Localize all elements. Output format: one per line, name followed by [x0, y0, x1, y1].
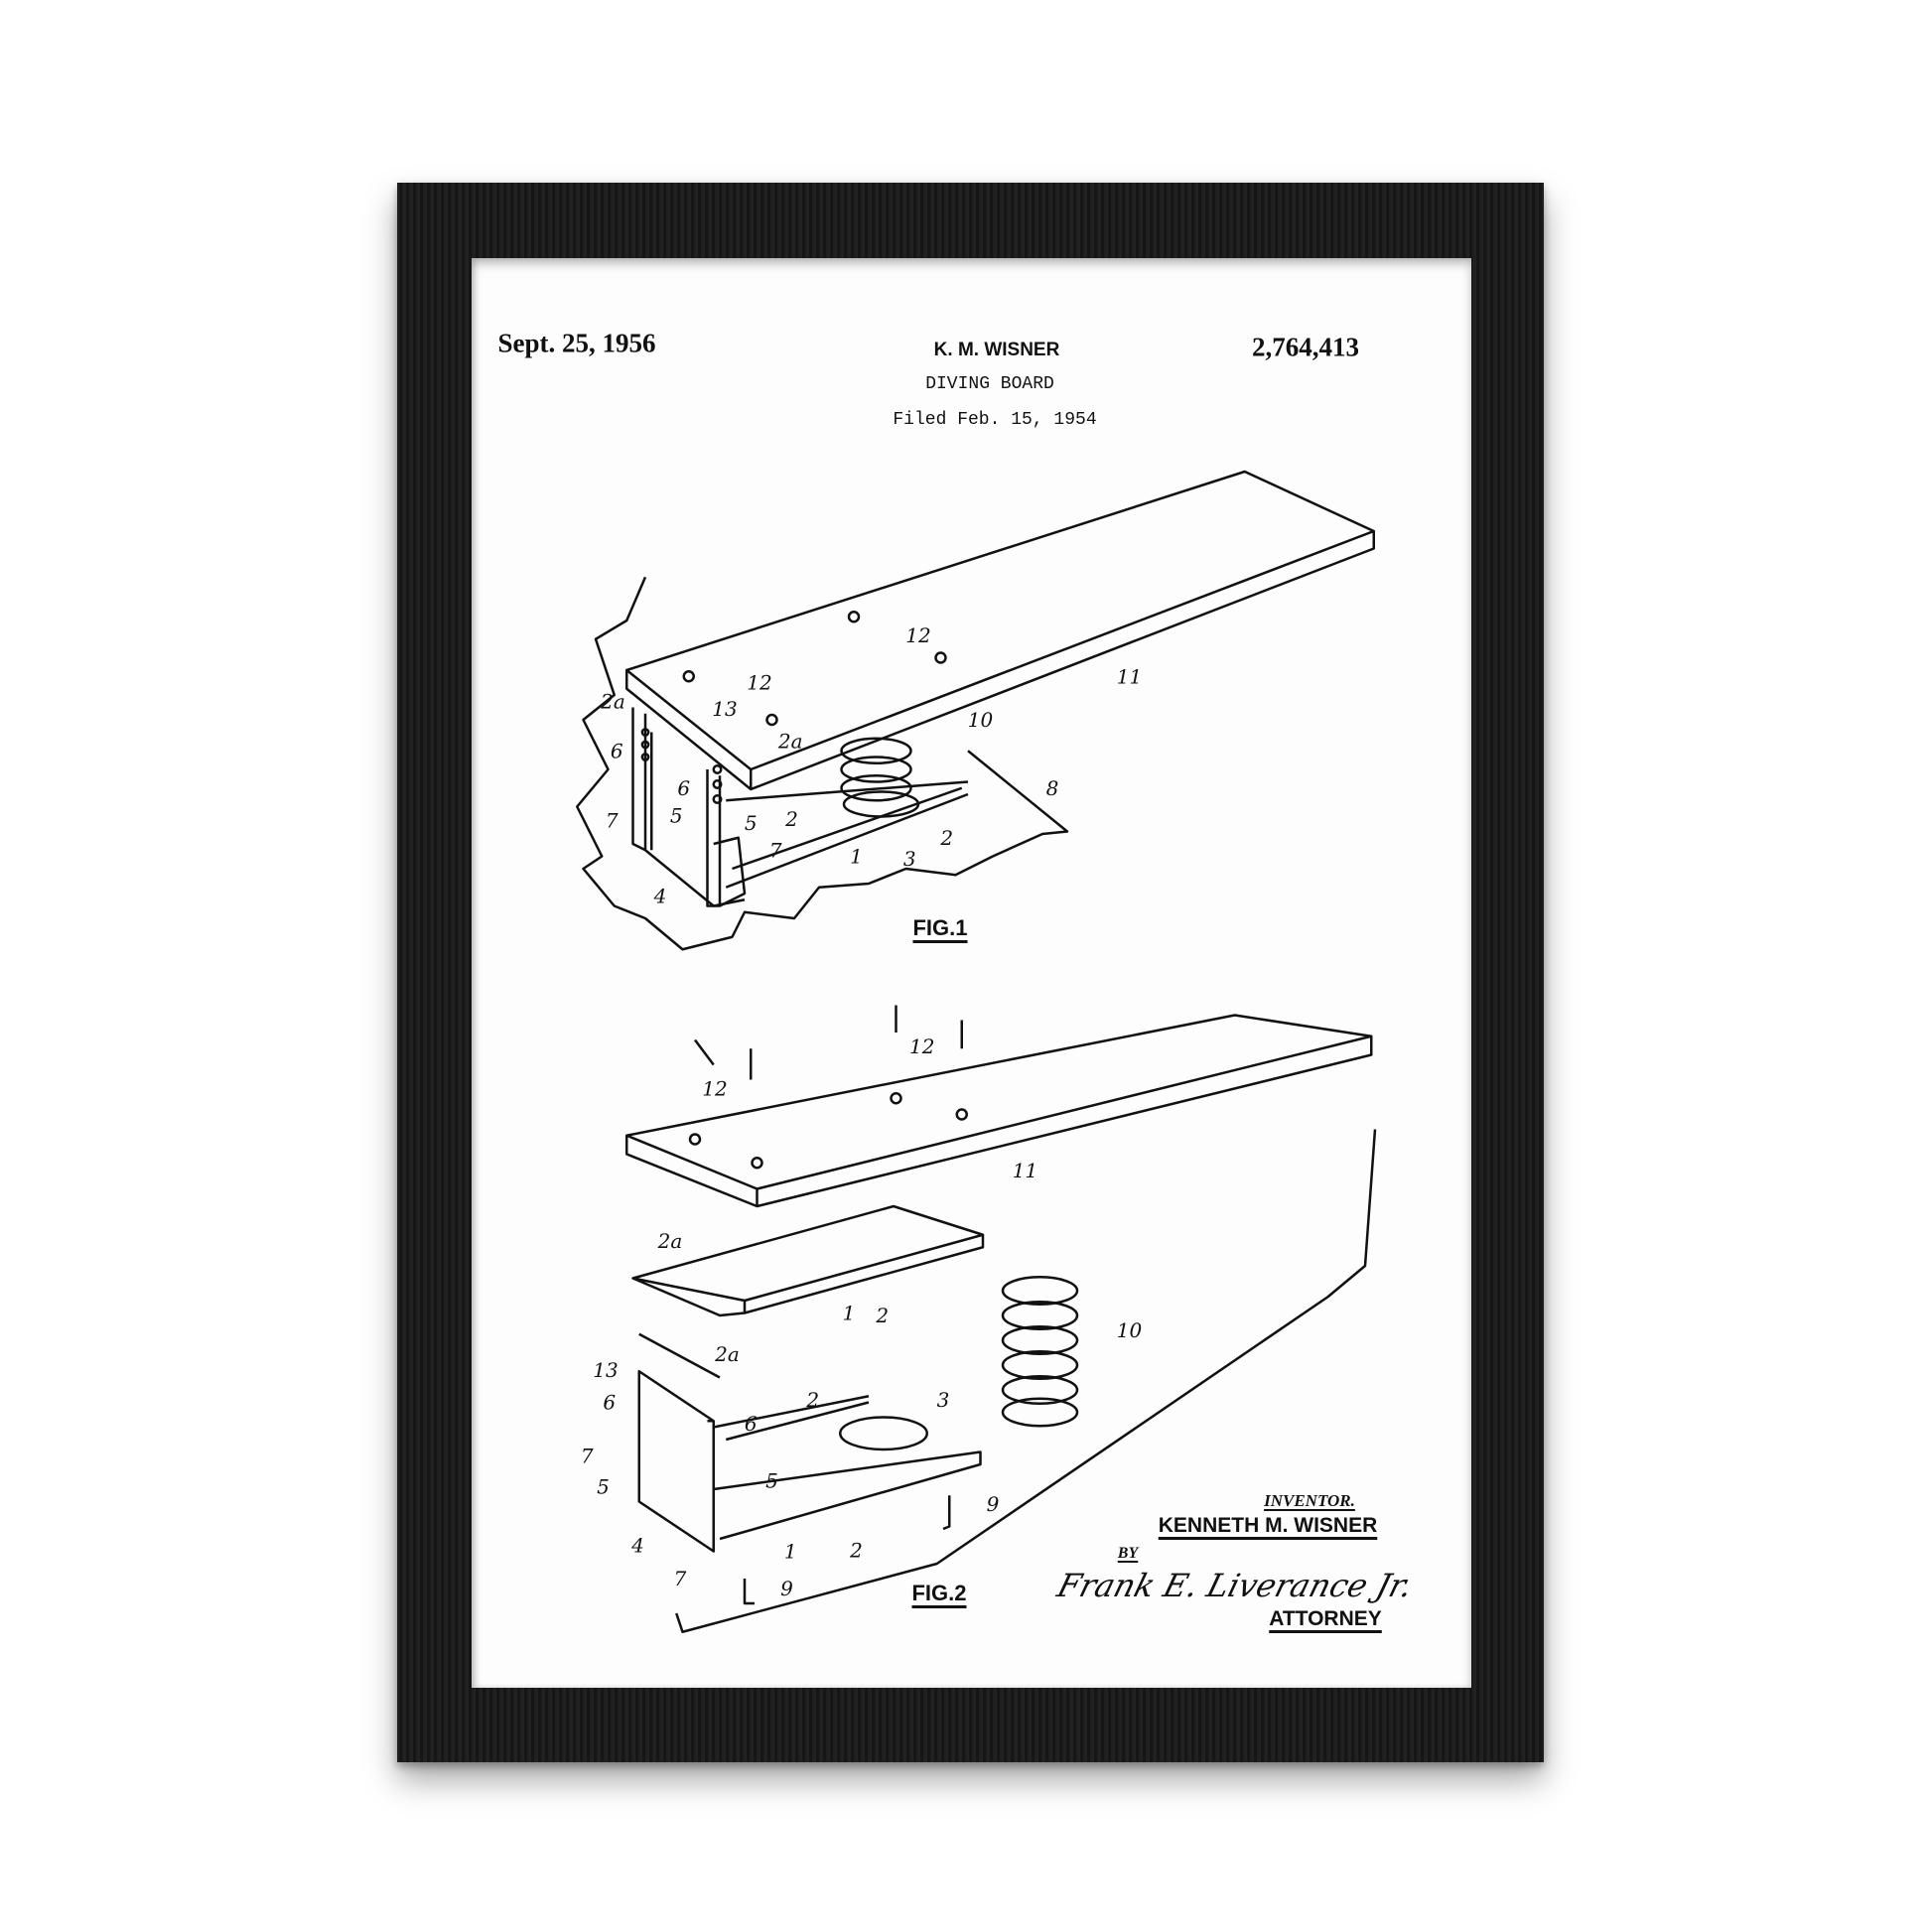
fig2-caption: FIG.2: [911, 1581, 967, 1605]
fig1-spring-mid: [840, 756, 912, 783]
fig2-reference-numeral: 1: [784, 1540, 797, 1564]
fig1-reference-numeral: 5: [670, 803, 683, 827]
fig1-reference-numeral: 11: [1117, 664, 1142, 688]
fig2-reference-numeral: 7: [581, 1444, 594, 1467]
patent-date: Sept. 25, 1956: [497, 328, 656, 358]
fig1-base-rails: [725, 780, 969, 889]
fig2-reference-numeral: 11: [1013, 1159, 1037, 1182]
attorney-signature: Frank E. Liverance Jr.: [1053, 1567, 1417, 1604]
fig1-caption: FIG.1: [912, 915, 968, 940]
fig2-board: [625, 1014, 1373, 1208]
fig1-reference-numeral: 6: [611, 739, 623, 762]
fig2-frame-lines: [675, 1129, 1377, 1633]
fig1-reference-numeral: 2a: [600, 689, 625, 713]
fig2-spring-4: [1001, 1350, 1079, 1380]
fig2-reference-numeral: 7: [674, 1567, 687, 1590]
fig2-reference-numeral: 2: [849, 1538, 863, 1562]
fig1-ground-outline: [576, 576, 1069, 951]
fig1-spring-cup: [842, 790, 920, 818]
fig2-reference-numeral: 6: [603, 1391, 616, 1415]
fig1-reference-numeral: 3: [903, 847, 916, 871]
fig1-reference-numeral: 4: [653, 885, 667, 908]
fig2-spring-3: [1001, 1325, 1079, 1355]
fig2-pins: [743, 1495, 951, 1605]
fig2-reference-numeral: 1: [843, 1302, 856, 1325]
fig1-reference-numeral: 7: [769, 838, 782, 862]
fig2-cup: [839, 1416, 928, 1451]
fig1-bracket-right: [706, 769, 747, 907]
patent-title: DIVING BOARD: [925, 374, 1054, 394]
fig2-reference-numeral: 2: [805, 1388, 819, 1412]
fig2-top-plate: [631, 1204, 985, 1317]
fig1-reference-numeral: 13: [712, 697, 737, 721]
fig2-base: [637, 1370, 982, 1553]
by-label: BY: [1117, 1545, 1139, 1562]
fig1-spring-low: [840, 774, 912, 802]
fig2-reference-numeral: 4: [630, 1533, 644, 1557]
attorney-label: ATTORNEY: [1269, 1607, 1382, 1630]
fig2-spring-5: [1001, 1375, 1079, 1405]
fig2-reference-numeral: 6: [745, 1412, 758, 1436]
fig1-bracket-left: [631, 707, 746, 907]
fig2-reference-numeral: 5: [597, 1475, 610, 1499]
fig2-reference-numeral: 5: [765, 1468, 778, 1492]
fig2-reference-numeral: 3: [937, 1388, 950, 1412]
fig2-reference-numeral: 9: [987, 1492, 1000, 1516]
fig2-reference-numeral: 13: [593, 1358, 618, 1382]
fig2-reference-numeral: 2a: [657, 1229, 683, 1253]
filing-date: Filed Feb. 15, 1954: [893, 410, 1097, 430]
fig1-reference-numeral: 12: [747, 671, 771, 695]
fig1-reference-numeral: 6: [677, 776, 690, 800]
fig1-board: [625, 470, 1375, 791]
fig2-drawing: [625, 1005, 1377, 1633]
fig2-spring-1: [1001, 1276, 1079, 1306]
fig1-reference-numeral: 1: [850, 845, 863, 869]
fig2-reference-numeral: 10: [1117, 1318, 1143, 1342]
fig1-reference-numeral: 7: [606, 808, 619, 832]
fig2-bolt: [638, 1332, 721, 1379]
fig1-reference-numeral: 5: [745, 811, 758, 835]
inventor-label: INVENTOR.: [1264, 1491, 1355, 1510]
fig1-drawing: [576, 470, 1375, 951]
fig1-reference-numeral: 8: [1046, 776, 1059, 800]
fig1-reference-numeral: 12: [905, 623, 930, 647]
fig1-reference-numeral: 2a: [777, 729, 803, 753]
fig1-reference-numeral: 2: [784, 807, 798, 831]
fig1-reference-numeral: 2: [939, 826, 953, 850]
fig2-screws: [694, 1005, 963, 1080]
inventor-name: KENNETH M. WISNER: [1158, 1514, 1378, 1537]
inventor-short-name: K. M. WISNER: [933, 340, 1060, 360]
fig2-reference-numeral: 12: [702, 1076, 727, 1100]
patent-number: 2,764,413: [1252, 332, 1359, 362]
fig2-spring-2: [1001, 1301, 1079, 1330]
fig2-reference-numeral: 12: [909, 1035, 934, 1058]
fig2-reference-numeral: 9: [780, 1577, 793, 1600]
fig1-reference-numeral: 10: [968, 708, 994, 732]
fig2-spring-6: [1001, 1397, 1079, 1428]
fig2-reference-numeral: 2: [875, 1304, 889, 1327]
fig2-reference-numeral: 2a: [714, 1342, 740, 1366]
fig1-spring-top: [840, 737, 912, 764]
